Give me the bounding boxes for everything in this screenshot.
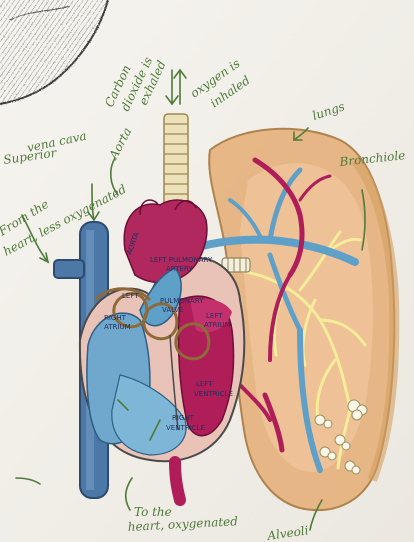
label-right-atrium-2: ATRIUM <box>104 323 131 331</box>
label-right-ventricle-2: VENTRICLE <box>166 424 205 432</box>
label-right-atrium-1: RIGHT <box>104 314 127 322</box>
label-left-pulmonary-artery-1: LEFT PULMONARY <box>150 256 213 264</box>
label-left-atrium-2: ATRIUM <box>204 321 231 329</box>
label-right-ventricle-1: RIGHT <box>172 414 195 422</box>
label-left-ventricle-1: LEFT <box>196 380 213 388</box>
exit-vessels <box>175 462 180 500</box>
label-left-pulmonary-artery-2: ARTERY <box>166 265 193 273</box>
label-left-arm: LEFT <box>122 292 139 300</box>
label-left-ventricle-2: VENTRICLE <box>194 390 233 398</box>
label-pulmonary-valve-1: PULMONARY <box>160 297 204 305</box>
label-pulmonary-valve-2: VALVE <box>162 306 183 314</box>
trachea <box>164 114 188 210</box>
label-left-atrium-1: LEFT <box>206 312 223 320</box>
label-to-heart-line1: To the <box>134 505 172 519</box>
